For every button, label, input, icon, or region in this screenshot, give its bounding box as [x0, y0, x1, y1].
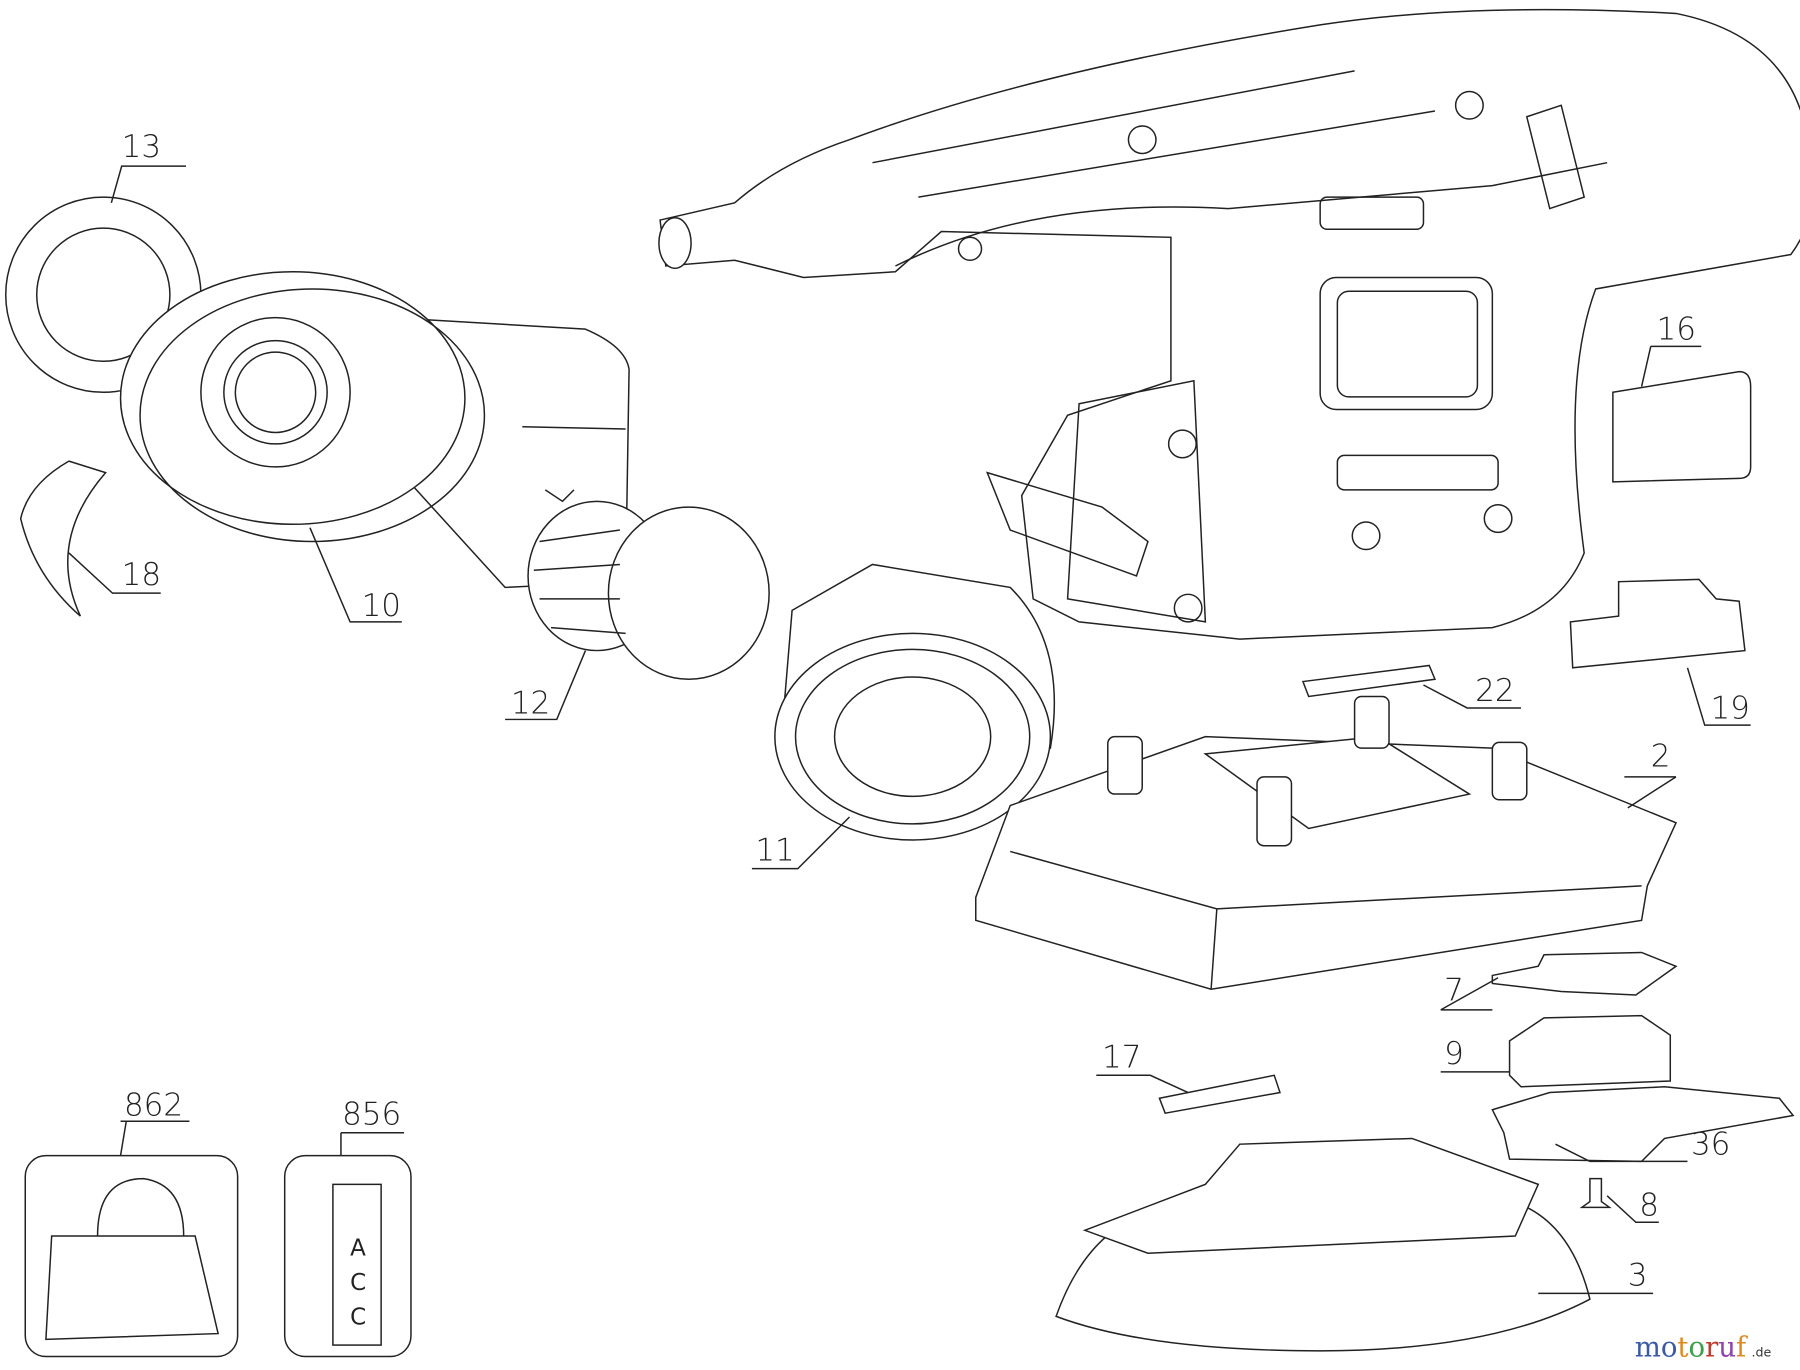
label-12: 12 [511, 686, 550, 722]
label-36: 36 [1691, 1127, 1730, 1163]
label-3: 3 [1628, 1257, 1648, 1293]
watermark-letter: u [1718, 1332, 1736, 1364]
svg-text:motoruf: motoruf [1635, 1332, 1748, 1364]
label-19: 19 [1710, 690, 1749, 726]
leader-lines [68, 165, 1751, 1295]
part-labels: 13 18 10 12 11 16 22 19 2 7 9 17 36 8 3 … [122, 129, 1750, 1293]
watermark-letter: t [1677, 1332, 1688, 1364]
part-22-strip [1301, 664, 1437, 698]
accessory-856-card: A C C [283, 1154, 412, 1358]
part-12-filter [527, 500, 770, 681]
accessory-862-bag [24, 1154, 239, 1358]
label-18: 18 [122, 557, 161, 593]
part-3-base [1055, 1137, 1591, 1352]
card-letter-c2: C [350, 1304, 366, 1330]
watermark-letter: f [1736, 1332, 1748, 1364]
card-letter-a: A [350, 1236, 366, 1262]
motoruf-watermark-logo: motoruf .de [1635, 1332, 1772, 1364]
part-18-clip [19, 460, 107, 617]
label-10: 10 [362, 588, 401, 624]
watermark-letter: o [1688, 1332, 1705, 1364]
part-9-pad [1508, 1014, 1672, 1088]
part-7-plate [1491, 951, 1678, 996]
label-11: 11 [755, 833, 794, 869]
part-17-strip [1158, 1074, 1281, 1115]
watermark-letter: o [1661, 1332, 1678, 1364]
label-8: 8 [1639, 1187, 1659, 1223]
part-36-plate [1491, 1086, 1795, 1163]
label-17: 17 [1102, 1039, 1141, 1075]
label-16: 16 [1657, 311, 1696, 347]
card-letter-c1: C [350, 1270, 366, 1296]
label-7: 7 [1444, 973, 1464, 1009]
label-856: 856 [342, 1097, 401, 1133]
label-2: 2 [1651, 739, 1671, 775]
part-2-base [975, 695, 1678, 990]
watermark-letter: r [1705, 1332, 1719, 1364]
sander-body [658, 8, 1800, 640]
watermark-suffix: .de [1751, 1345, 1771, 1360]
part-19-label [1569, 578, 1746, 669]
label-13: 13 [122, 129, 161, 165]
part-8-screw [1579, 1177, 1612, 1209]
part-11-canister [774, 563, 1056, 841]
part-16-label [1612, 370, 1752, 483]
label-22: 22 [1475, 673, 1514, 709]
label-9: 9 [1444, 1036, 1464, 1072]
label-862: 862 [124, 1087, 183, 1123]
watermark-letter: m [1635, 1332, 1661, 1364]
